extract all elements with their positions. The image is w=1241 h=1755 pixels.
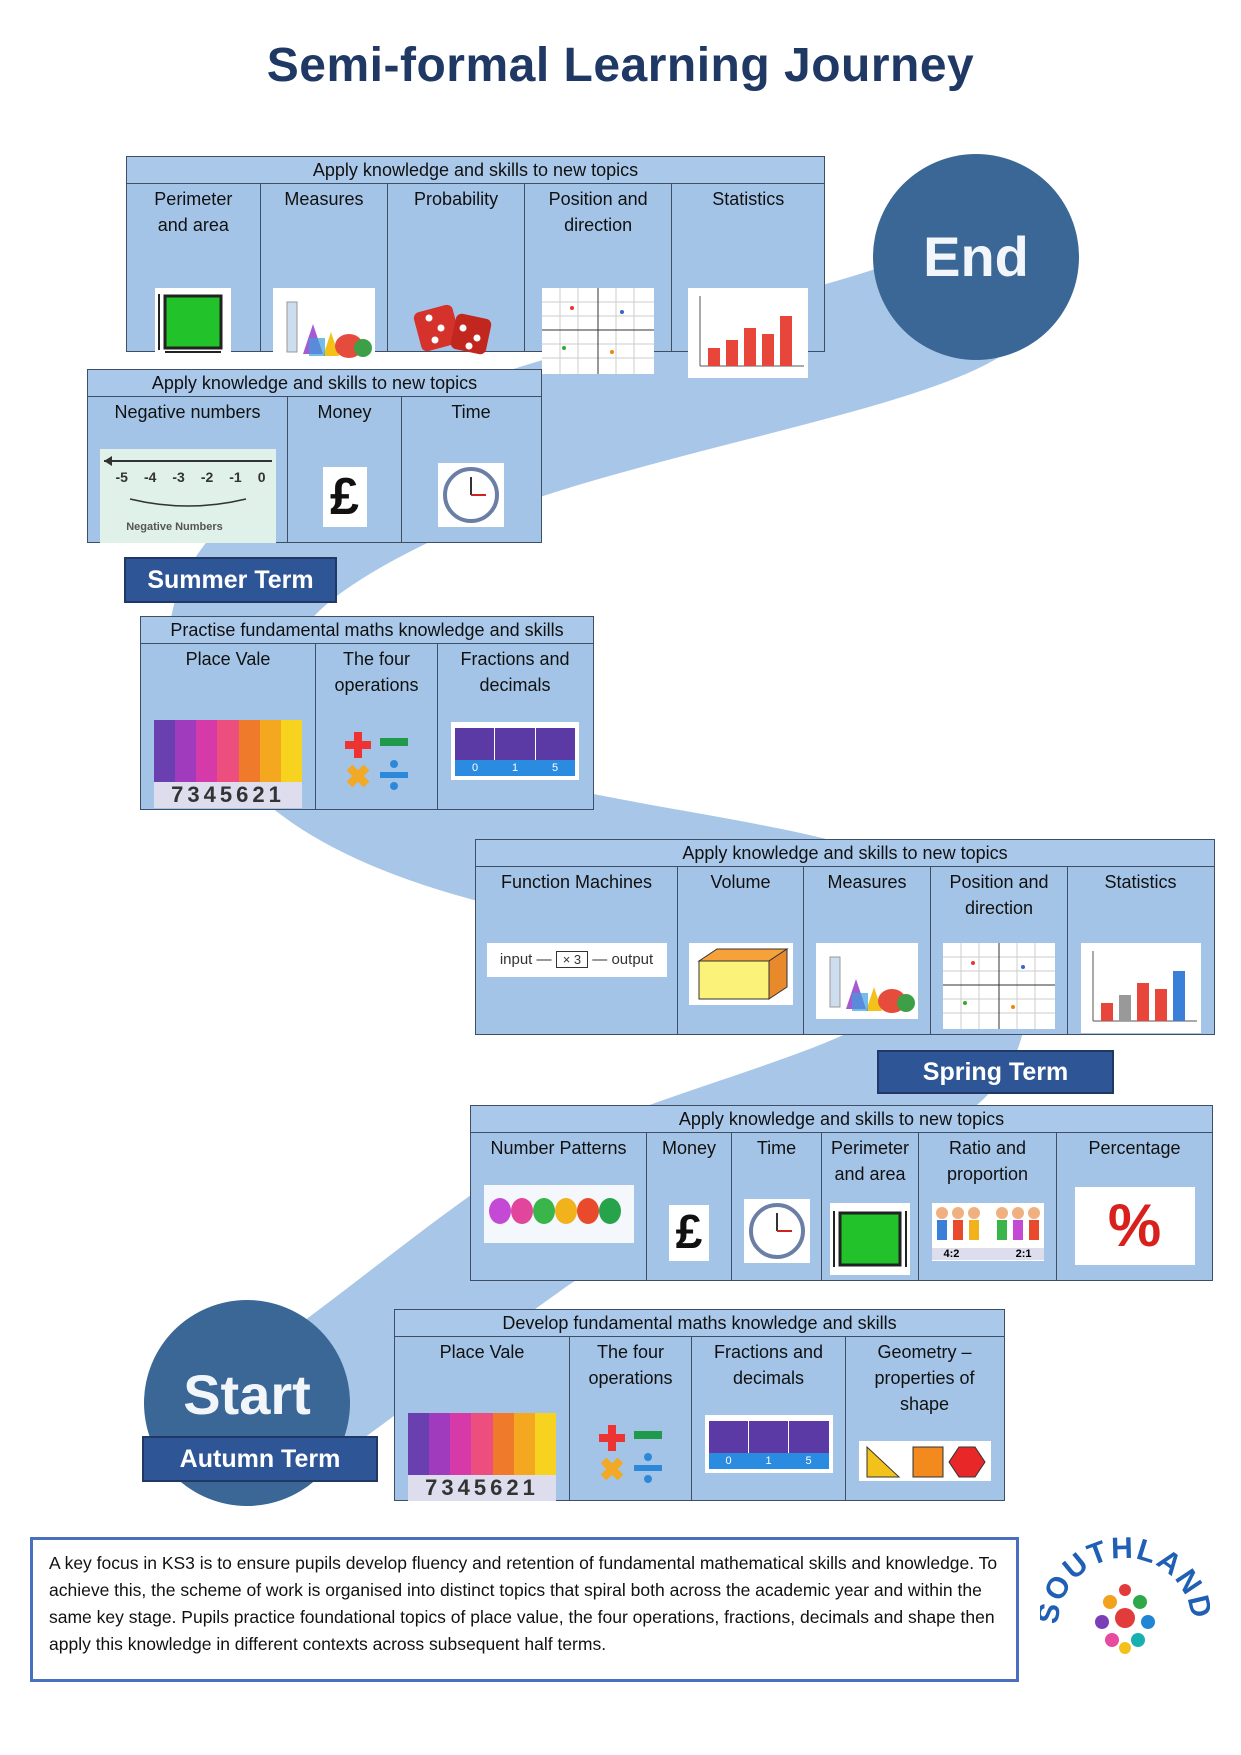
topic-statistics: Statistics (672, 184, 824, 378)
spring-apply-lower-block: Apply knowledge and skills to new topics… (470, 1105, 1213, 1281)
summer-term-banner: Summer Term (124, 557, 337, 603)
topic-place-value-autumn: Place Vale 7345621 (395, 1337, 570, 1501)
autumn-term-banner: Autumn Term (142, 1436, 378, 1482)
topic-time: Time (402, 397, 540, 543)
topic-money: Money £ (288, 397, 402, 543)
topic-four-operations-autumn: The four operations (570, 1337, 692, 1501)
cuboid-image (688, 943, 793, 1005)
page-title: Semi-formal Learning Journey (266, 39, 975, 92)
autumn-develop-block: Develop fundamental maths knowledge and … (394, 1309, 1005, 1501)
topic-perimeter-area: Perimeter and area (127, 184, 261, 356)
topic-money-spring: Money £ (647, 1133, 732, 1281)
spring-term-banner: Spring Term (877, 1050, 1114, 1094)
perimeter-area-image (830, 1203, 910, 1275)
measures-image (272, 288, 375, 364)
fractions-image: 0 1 5 (451, 722, 579, 780)
topic-position-direction-spring: Position and direction (931, 867, 1068, 1035)
summer-apply-lower-block: Apply knowledge and skills to new topics… (87, 369, 542, 543)
topic-fractions-decimals: Fractions and decimals 0 1 5 (438, 644, 592, 810)
clock-icon (743, 1199, 810, 1263)
bar-chart-image (688, 288, 809, 378)
topic-perimeter-area-spring: Perimeter and area (822, 1133, 919, 1281)
topic-position-direction: Position and direction (525, 184, 673, 374)
topic-percentage: Percentage % (1057, 1133, 1212, 1281)
topic-negative-numbers: Negative numbers -5 -4 -3 -2 -1 0 Negati… (88, 397, 288, 543)
topic-geometry-shape: Geometry – properties of shape (846, 1337, 1003, 1501)
summer-practise-block: Practise fundamental maths knowledge and… (140, 616, 594, 810)
perimeter-area-image (155, 288, 232, 356)
clock-icon (438, 463, 504, 527)
end-circle: End (873, 154, 1079, 360)
coordinate-grid-image (542, 288, 655, 374)
block-header: Apply knowledge and skills to new topics (88, 370, 541, 397)
topic-place-value: Place Vale 7345621 (141, 644, 316, 810)
topic-time-spring: Time (732, 1133, 822, 1281)
topic-measures: Measures (261, 184, 389, 364)
description-box: A key focus in KS3 is to ensure pupils d… (30, 1537, 1019, 1682)
start-label: Start (183, 1363, 311, 1426)
spring-apply-top-block: Apply knowledge and skills to new topics… (475, 839, 1215, 1035)
topic-statistics-spring: Statistics (1068, 867, 1213, 1035)
operations-icon (342, 728, 412, 792)
function-machine-image: input — × 3 — output (486, 943, 667, 977)
topic-ratio-proportion: Ratio and proportion 4:2 2:1 (919, 1133, 1057, 1281)
coordinate-grid-image (943, 943, 1055, 1029)
topic-function-machines: Function Machines input — × 3 — output (476, 867, 678, 1035)
topic-number-patterns: Number Patterns (471, 1133, 647, 1281)
topic-probability: Probability (388, 184, 525, 355)
pound-icon: £ (669, 1205, 709, 1261)
block-header: Apply knowledge and skills to new topics (476, 840, 1214, 867)
topic-fractions-decimals-autumn: Fractions and decimals 0 1 5 (692, 1337, 846, 1501)
block-header: Develop fundamental maths knowledge and … (395, 1310, 1004, 1337)
southlands-school-logo: SOUTHLANDS SCHOOL (1027, 1504, 1216, 1700)
topic-volume: Volume (678, 867, 804, 1035)
place-value-digits: 7345621 (408, 1475, 556, 1501)
bar-chart-image (1080, 943, 1201, 1033)
number-line-ticks: -5 -4 -3 -2 -1 0 (115, 469, 266, 485)
dice-icon (411, 288, 501, 364)
block-header: Apply knowledge and skills to new topics (127, 157, 824, 184)
number-line-caption: Negative Numbers (126, 521, 223, 533)
block-header: Practise fundamental maths knowledge and… (141, 617, 593, 644)
place-value-image: 7345621 (408, 1413, 556, 1501)
place-value-image: 7345621 (154, 720, 302, 808)
balloons-image (483, 1185, 634, 1243)
topic-four-operations: The four operations (316, 644, 438, 810)
negative-number-line-image: -5 -4 -3 -2 -1 0 Negative Numbers (99, 449, 276, 543)
end-label: End (923, 225, 1029, 288)
summer-apply-top-block: Apply knowledge and skills to new topics… (126, 156, 825, 378)
block-header: Apply knowledge and skills to new topics (471, 1106, 1212, 1133)
measures-image (816, 943, 918, 1019)
pound-icon: £ (322, 467, 367, 527)
topic-measures-spring: Measures (804, 867, 931, 1035)
operations-icon (596, 1421, 666, 1485)
fractions-image: 0 1 5 (704, 1415, 833, 1473)
place-value-digits: 7345621 (154, 782, 302, 808)
percent-icon: % (1074, 1187, 1195, 1265)
ratio-image: 4:2 2:1 (931, 1203, 1044, 1261)
shapes-image (858, 1441, 991, 1481)
